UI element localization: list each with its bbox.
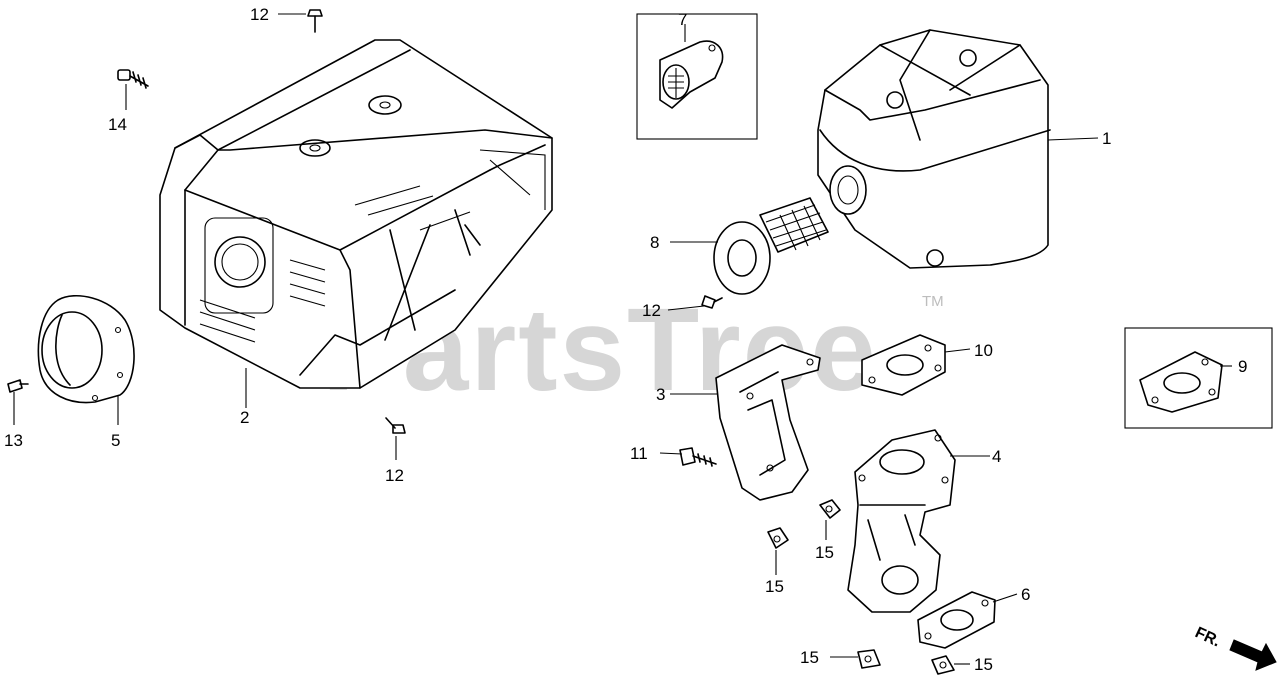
callout-1: 1 (1102, 129, 1111, 148)
part-8-spark-arrester-screen[interactable] (713, 197, 829, 295)
watermark-tm: TM (922, 293, 944, 310)
screw-14[interactable] (117, 69, 149, 89)
front-direction-indicator: FR. (1192, 624, 1277, 671)
callout-15-d: 15 (974, 655, 993, 674)
nut-15-c[interactable] (857, 649, 881, 669)
nut-15-d[interactable] (931, 655, 955, 675)
callout-7: 7 (678, 10, 687, 29)
callout-13: 13 (4, 431, 23, 450)
callout-4: 4 (992, 447, 1001, 466)
callout-12-mid: 12 (642, 301, 661, 320)
part-3-muffler-stay[interactable] (715, 344, 821, 501)
callout-11: 11 (630, 444, 648, 463)
part-2-muffler-protector[interactable] (159, 39, 553, 389)
screw-13[interactable] (7, 379, 29, 393)
part-1-muffler[interactable] (817, 29, 1051, 269)
callout-3: 3 (656, 385, 665, 404)
screw-12-top[interactable] (307, 9, 323, 33)
callout-15-a: 15 (815, 543, 834, 562)
front-label: FR. (1192, 624, 1223, 650)
callout-12-top: 12 (250, 5, 269, 24)
callout-15-c: 15 (800, 648, 819, 667)
part-10-gasket[interactable] (861, 334, 946, 396)
part-4-exhaust-pipe[interactable] (847, 429, 956, 613)
part-6-gasket[interactable] (917, 591, 996, 649)
callout-12-bottom: 12 (385, 466, 404, 485)
part-5-spark-arrester-cap[interactable] (37, 294, 135, 404)
callout-14: 14 (108, 115, 127, 134)
callout-15-b: 15 (765, 577, 784, 596)
callouts: 12 14 13 5 2 12 7 1 8 12 10 9 3 11 4 15 … (4, 5, 1247, 674)
callout-10: 10 (974, 341, 993, 360)
callout-2: 2 (240, 408, 249, 427)
callout-8: 8 (650, 233, 659, 252)
part-7-box (636, 13, 758, 140)
bolt-11[interactable] (679, 447, 717, 467)
leader-lines (13, 13, 1232, 665)
screw-12-mid[interactable] (701, 295, 723, 309)
part-7-spark-arrester[interactable] (659, 40, 724, 109)
nut-15-a[interactable] (819, 499, 841, 519)
callout-6: 6 (1021, 585, 1030, 604)
part-9-gasket[interactable] (1139, 351, 1223, 413)
nut-15-b[interactable] (767, 527, 789, 549)
part-9-box (1124, 327, 1273, 429)
front-arrow-icon (1229, 639, 1277, 671)
callout-5: 5 (111, 431, 120, 450)
screw-12-bottom[interactable] (385, 417, 406, 434)
callout-9: 9 (1238, 357, 1247, 376)
